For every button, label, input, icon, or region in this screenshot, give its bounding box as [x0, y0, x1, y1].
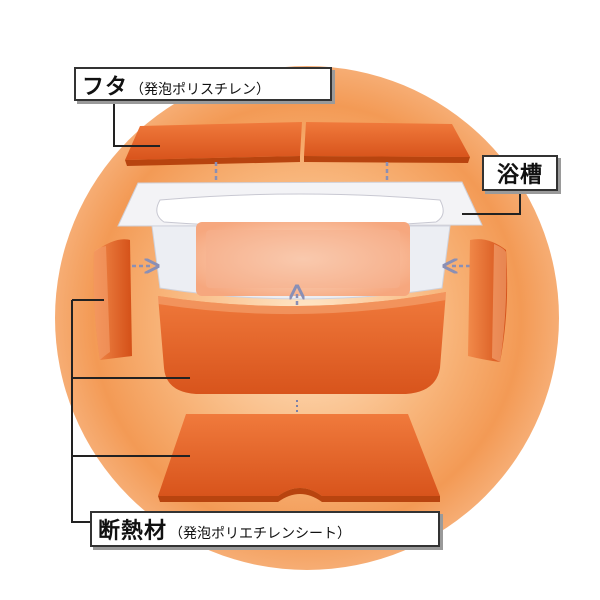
label-insulation-main: 断熱材 [98, 519, 168, 544]
label-tub-main: 浴槽 [496, 163, 543, 188]
insulation-panel-front [158, 292, 446, 394]
leader-line-tub [462, 191, 521, 215]
leader-line-lid [113, 101, 160, 147]
label-insulation: 断熱材 （発泡ポリエチレンシート） [90, 511, 440, 547]
lid-panel-right [304, 122, 470, 157]
insulation-bottom-sheet [158, 414, 440, 502]
insulation-panel-right [468, 239, 508, 362]
insulation-panel-left [93, 239, 132, 360]
label-insulation-sub: （発泡ポリエチレンシート） [169, 526, 352, 542]
bathtub [117, 181, 483, 300]
label-lid-main: フタ [82, 75, 129, 100]
leader-lines [71, 101, 521, 523]
lid-panel-left [125, 122, 302, 160]
lid-panels [125, 122, 470, 166]
label-lid: フタ （発泡ポリスチレン） [74, 67, 332, 101]
label-tub: 浴槽 [482, 155, 558, 191]
side-arrows [118, 266, 484, 305]
label-lid-sub: （発泡ポリスチレン） [130, 82, 271, 98]
